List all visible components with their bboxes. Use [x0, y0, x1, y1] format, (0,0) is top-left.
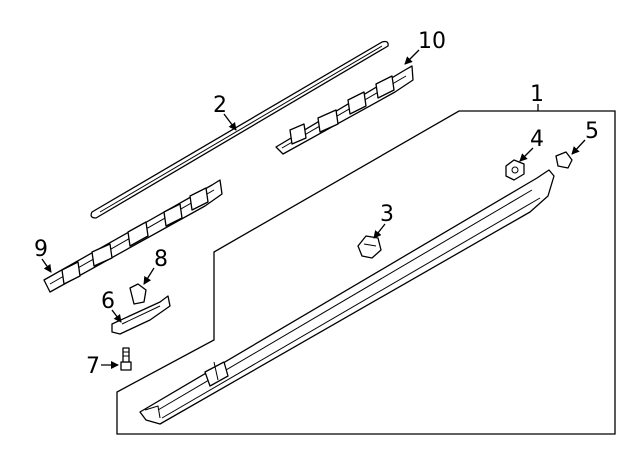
callout-2: 2 [213, 93, 227, 118]
callout-3: 3 [380, 202, 394, 227]
clip-part-5[interactable] [555, 151, 573, 169]
upper-bracket-part[interactable] [275, 65, 414, 155]
leader-10 [404, 49, 420, 65]
callout-7: 7 [86, 354, 100, 379]
callout-8: 8 [154, 247, 168, 272]
leader-4 [519, 147, 534, 162]
nut-clip-part[interactable] [129, 283, 147, 305]
rocker-panel-part[interactable] [139, 169, 555, 425]
leader-9 [41, 258, 52, 273]
leader-3 [373, 223, 386, 239]
moulding-strip-part[interactable] [90, 40, 389, 219]
lower-bracket-part[interactable] [43, 179, 223, 293]
small-bracket-part[interactable] [111, 295, 171, 335]
callout-5: 5 [585, 119, 599, 144]
callout-1: 1 [530, 82, 544, 107]
leader-6 [111, 309, 122, 323]
leader-5 [571, 139, 586, 155]
leader-8 [143, 267, 155, 285]
screw-part[interactable] [120, 347, 132, 371]
assembly-boundary [116, 110, 616, 435]
clip-part-4[interactable] [505, 159, 525, 181]
callout-4: 4 [530, 127, 544, 152]
callout-10: 10 [418, 29, 446, 54]
clip-part-3[interactable] [357, 235, 382, 259]
callout-9: 9 [34, 237, 48, 262]
callout-6: 6 [101, 289, 115, 314]
leader-2 [223, 113, 237, 131]
